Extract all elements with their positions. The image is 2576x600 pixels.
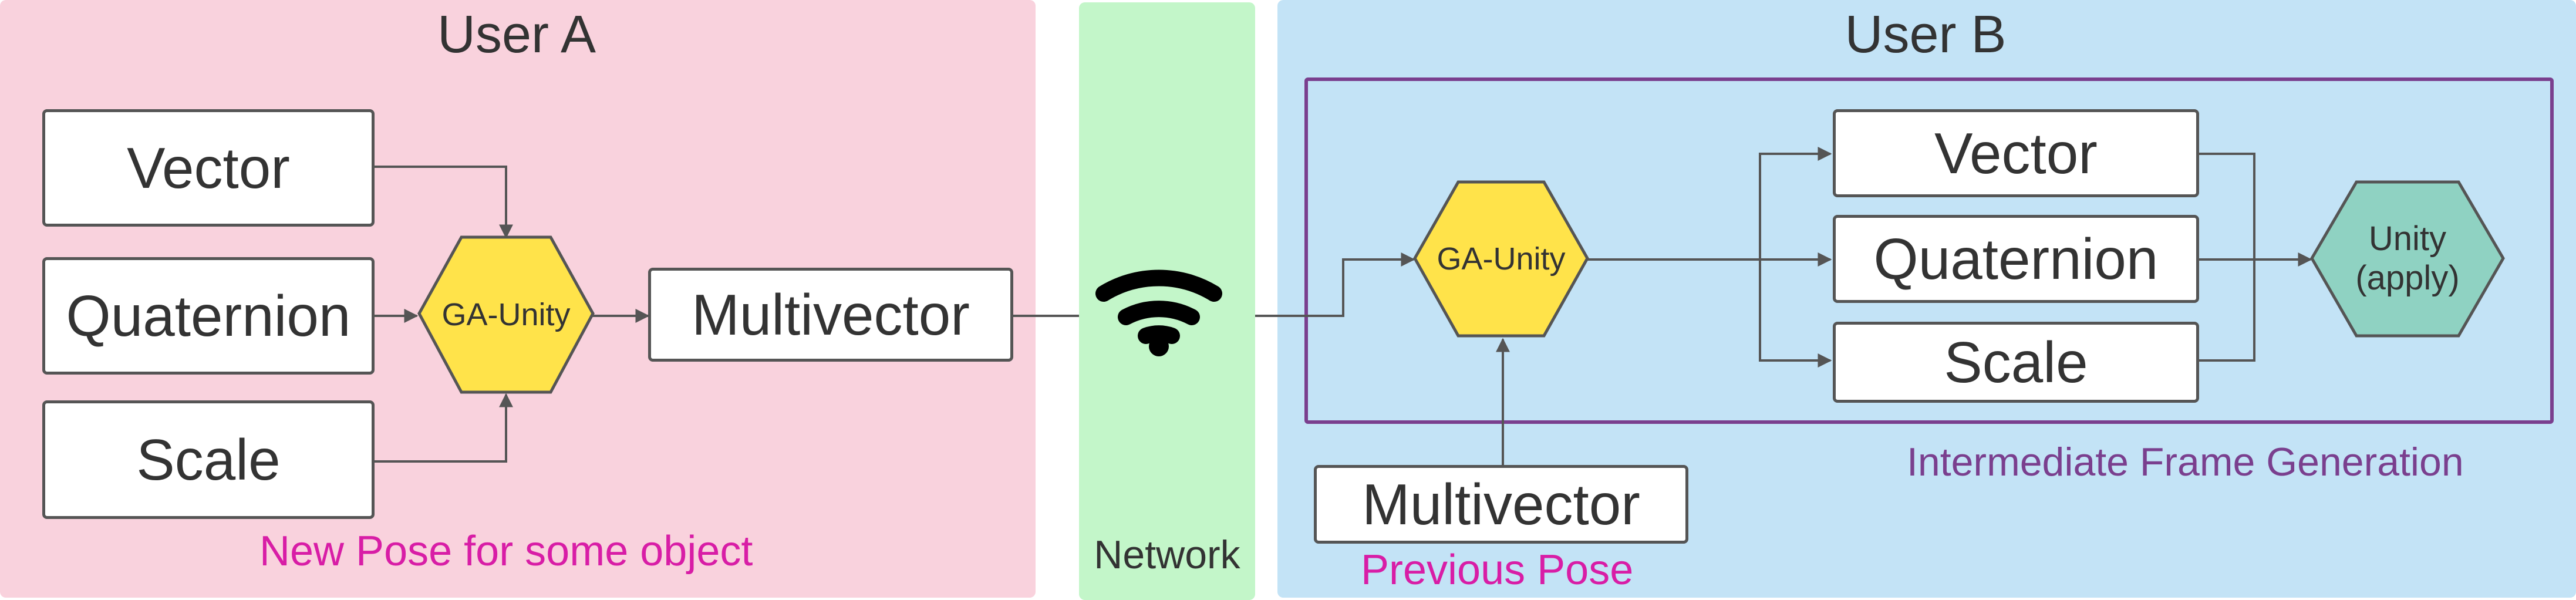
previous-pose-caption: Previous Pose (1361, 547, 1634, 594)
scale-box-b: Scale (1833, 322, 2199, 403)
scale-box-a: Scale (42, 400, 375, 519)
intermediate-frame (1304, 77, 2554, 424)
wifi-dot (1149, 336, 1169, 356)
unity-apply-label: Unity (apply) (2355, 220, 2460, 297)
wire-vector-to-unity (2199, 153, 2255, 259)
vector-box-b: Vector (1833, 109, 2199, 197)
multivector-box-a: Multivector (648, 268, 1013, 362)
ga-unity-label-b: GA-Unity (1437, 241, 1566, 277)
quaternion-box-b: Quaternion (1833, 215, 2199, 303)
ga-unity-hexagon-b (1413, 180, 1589, 338)
quaternion-box-a: Quaternion (42, 257, 375, 375)
wire-ga-unity-b-to-vector (1759, 147, 1832, 259)
previous-multivector-box: Multivector (1314, 465, 1688, 544)
ga-unity-label-a: GA-Unity (441, 297, 571, 332)
new-pose-caption: New Pose for some object (259, 528, 753, 575)
user-a-title: User A (437, 5, 596, 64)
wire-scale-to-ga-unity-a (375, 393, 513, 463)
wire-ga-unity-b-to-scale (1759, 259, 1832, 368)
intermediate-frame-caption: Intermediate Frame Generation (1907, 440, 2464, 484)
wire-vector-to-ga-unity-a (375, 166, 513, 239)
vector-box-a: Vector (42, 109, 375, 227)
user-b-title: User B (1845, 5, 2007, 64)
unity-apply-hexagon (2310, 180, 2505, 338)
wire-scale-to-unity (2199, 259, 2255, 362)
network-label: Network (1094, 532, 1240, 577)
wifi-icon (1095, 269, 1222, 344)
wire-network-to-ga-unity-b (1255, 252, 1415, 317)
ga-unity-hexagon-a (417, 235, 595, 394)
